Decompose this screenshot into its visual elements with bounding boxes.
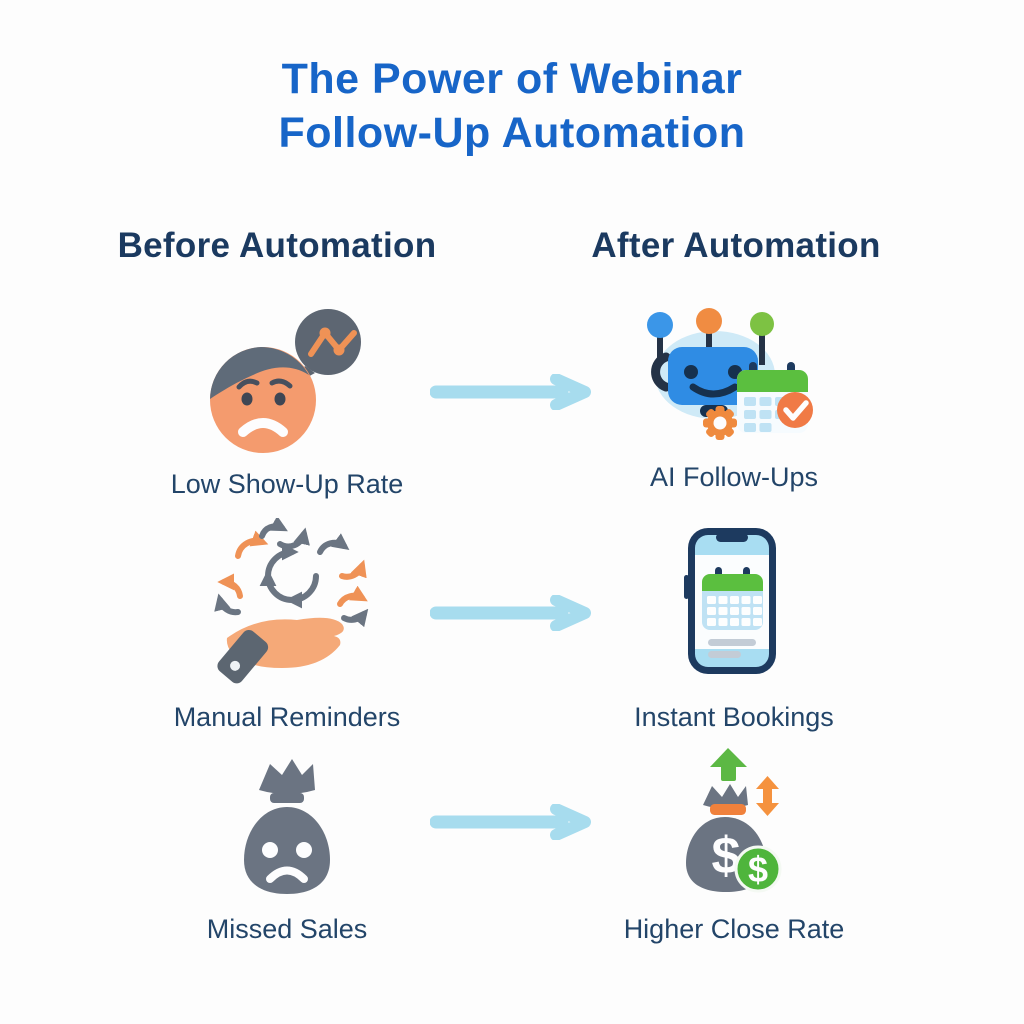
column-header-after: After Automation bbox=[591, 226, 881, 265]
title-line-1: The Power of Webinar bbox=[281, 55, 743, 103]
phone-notch bbox=[716, 533, 748, 542]
calendar-icon bbox=[737, 362, 813, 433]
up-arrow-icon bbox=[710, 748, 747, 781]
column-header-before: Before Automation bbox=[117, 226, 437, 265]
label-ai-follow-ups: AI Follow-Ups bbox=[649, 462, 819, 492]
up-down-arrow-icon bbox=[756, 776, 779, 816]
page-title: The Power of Webinar Follow-Up Automatio… bbox=[0, 52, 1024, 160]
right-arrow-connector bbox=[429, 803, 595, 841]
check-badge-icon bbox=[777, 392, 813, 428]
gear-icon bbox=[703, 406, 737, 440]
sleeve-cuff bbox=[217, 629, 269, 684]
label-higher-close-rate: Higher Close Rate bbox=[623, 914, 845, 944]
label-missed-sales: Missed Sales bbox=[206, 914, 368, 944]
phone-calendar-icon bbox=[663, 517, 808, 689]
calendar-icon bbox=[702, 567, 763, 630]
sad-money-bag-icon bbox=[222, 752, 362, 907]
svg-text:$: $ bbox=[748, 849, 768, 890]
money-bag-growth-icon: $ $ bbox=[668, 745, 828, 907]
label-low-show-up-rate: Low Show-Up Rate bbox=[170, 469, 404, 499]
worried-face-declining-chart-icon bbox=[195, 302, 385, 454]
label-manual-reminders: Manual Reminders bbox=[173, 702, 401, 732]
robot-calendar-check-icon bbox=[638, 305, 833, 457]
label-instant-bookings: Instant Bookings bbox=[634, 702, 834, 732]
title-line-2: Follow-Up Automation bbox=[278, 109, 746, 157]
right-arrow-connector bbox=[429, 594, 595, 632]
dollar-badge-icon: $ bbox=[734, 845, 782, 893]
right-arrow-connector bbox=[429, 373, 595, 411]
hand-scattered-arrows-icon bbox=[202, 518, 377, 686]
